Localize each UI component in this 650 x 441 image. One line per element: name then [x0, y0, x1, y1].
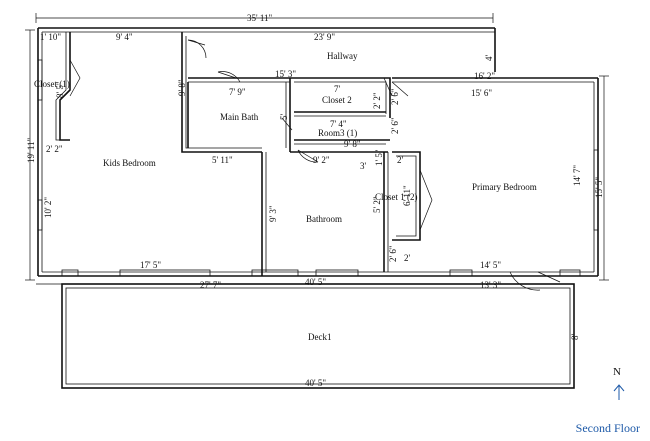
north-label: N	[613, 366, 621, 378]
room-label-kids-bedroom: Kids Bedroom	[103, 158, 156, 168]
dim-overall-top: 35' 11"	[247, 13, 273, 23]
dim-closet-bottom-b: 2'	[404, 253, 411, 263]
dim-primary-bottom: 14' 5"	[480, 260, 501, 270]
room-label-main-bath: Main Bath	[220, 112, 259, 122]
dim-closet2-side: 2' 6"	[390, 88, 400, 105]
dim-kids-bottom: 17' 5"	[140, 260, 161, 270]
dim-closet-stub-a: 1' 5"	[374, 149, 384, 166]
dim-closet-left-top: 1' 10"	[40, 32, 61, 42]
room-label-deck: Deck1	[308, 332, 332, 342]
north-arrow-icon	[613, 384, 625, 400]
floor-label: Second Floor	[575, 421, 640, 435]
dim-closet-stub-b: 2'	[397, 155, 404, 165]
dim-room3-depth: 2' 6"	[390, 117, 400, 134]
dim-room3-span: 9' 8"	[344, 139, 361, 149]
dim-closet-left-side: 8' 5"	[55, 81, 65, 98]
interior-walls	[55, 32, 561, 291]
dim-primary-side: 14' 7"	[572, 165, 582, 186]
dim-deck-top-right: 13' 3"	[480, 280, 501, 290]
dim-closet2-depth: 2' 2"	[372, 92, 382, 109]
dim-bath-depth: 9' 3"	[268, 205, 278, 222]
dim-overall-left: 19' 11"	[26, 137, 36, 163]
dimension-labels: 35' 11" 19' 11" 15' 5" 1' 10" 9' 4" 23' …	[26, 13, 604, 388]
dim-deck-bottom: 40' 5"	[305, 378, 326, 388]
room-label-primary-bedroom: Primary Bedroom	[472, 182, 537, 192]
dim-bath-closet-side: 5' 2"	[372, 196, 382, 213]
room-labels: Hallway Closet 2 Closet (1) Main Bath Ro…	[34, 51, 537, 342]
dim-hall-segment: 15' 3"	[275, 69, 296, 79]
dim-hall-width: 23' 9"	[314, 32, 335, 42]
windows	[37, 59, 599, 277]
dim-closet1-depth: 6' 11"	[402, 185, 412, 206]
north-compass: N	[613, 366, 625, 400]
dim-overall-right: 15' 5"	[594, 177, 604, 198]
dim-kids-top: 9' 4"	[116, 32, 133, 42]
dim-kids-side: 10' 2"	[43, 197, 53, 218]
overall-dimension-lines	[25, 13, 609, 281]
dim-main-bath-wall: 9' 8"	[177, 79, 187, 96]
dim-closet-bottom-a: 2' 6"	[388, 245, 398, 262]
room-label-closet-left: Closet (1)	[34, 79, 70, 89]
dim-bath-stub: 9' 2"	[313, 155, 330, 165]
dim-bath-closet-small: 3'	[360, 161, 367, 171]
dim-closet2-width: 7'	[334, 84, 341, 94]
dim-house-bottom: 40' 5"	[305, 277, 326, 287]
dim-main-bath-width: 7' 9"	[229, 87, 246, 97]
room-label-hallway: Hallway	[327, 51, 358, 61]
dim-hall-depth: 4'	[484, 55, 494, 62]
room-label-closet-2: Closet 2	[322, 95, 352, 105]
dim-deck-depth: 8'	[570, 334, 580, 341]
deck	[36, 283, 575, 389]
dim-primary-top-outer: 16' 2"	[474, 71, 495, 81]
dim-kids-mid: 5' 11"	[212, 155, 233, 165]
dim-deck-top-left: 27' 7"	[200, 280, 221, 290]
dim-kids-corner: 2' 2"	[46, 144, 63, 154]
room-label-room3: Room3 (1)	[318, 128, 357, 138]
dim-room3-width: 7' 4"	[330, 119, 347, 129]
dim-main-bath-depth: 5'	[279, 114, 289, 121]
room-label-closet-1: Closet 1 (2)	[375, 192, 418, 202]
dim-primary-top-inner: 15' 6"	[471, 88, 492, 98]
room-label-bathroom: Bathroom	[306, 214, 342, 224]
